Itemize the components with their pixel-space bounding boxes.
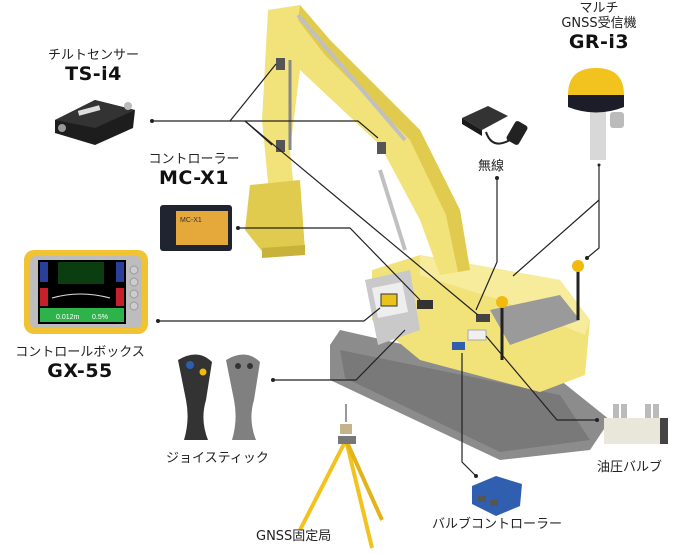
valve-controller-label: バルブコントローラー xyxy=(432,517,563,533)
hydraulic-valve-device xyxy=(604,404,668,444)
tilt-sensor-device xyxy=(55,100,135,145)
radio-device xyxy=(462,106,528,145)
leader-dots xyxy=(150,119,601,478)
leader-lines xyxy=(152,63,600,477)
controller-device: MC-X1 xyxy=(160,205,232,251)
gnss-receiver-name-line1: マルチ xyxy=(579,1,619,16)
control-box-reading-height: 0.012m xyxy=(56,314,80,321)
gnss-receiver-device xyxy=(568,68,624,160)
controller-label: コントローラー MC-X1 xyxy=(146,152,242,190)
gnss-base-device xyxy=(298,404,384,549)
controller-model: MC-X1 xyxy=(159,166,229,189)
control-box-reading-slope: 0.5% xyxy=(92,314,108,321)
excavator-illustration xyxy=(245,5,610,460)
control-box-name: コントロールボックス xyxy=(15,345,145,360)
joystick-device xyxy=(178,354,260,440)
control-box-label: コントロールボックス GX-55 xyxy=(0,345,160,383)
joystick-label: ジョイスティック xyxy=(166,451,269,467)
tilt-sensor-model: TS-i4 xyxy=(65,62,122,85)
gnss-receiver-model: GR-i3 xyxy=(568,30,630,53)
radio-label: 無線 xyxy=(478,159,505,175)
svg-text:MC-X1: MC-X1 xyxy=(180,217,202,224)
control-box-model: GX-55 xyxy=(47,359,113,382)
hydraulic-valve-label: 油圧バルブ xyxy=(597,460,663,476)
tilt-sensor-label: チルトセンサー TS-i4 xyxy=(48,48,140,86)
control-box-device: 0.012m 0.5% xyxy=(24,250,148,334)
valve-controller-device xyxy=(472,476,522,516)
gnss-base-name: GNSS固定局 xyxy=(256,529,332,544)
valve-controller-name: バルブコントローラー xyxy=(432,517,563,532)
hydraulic-valve-name: 油圧バルブ xyxy=(597,460,663,475)
gnss-receiver-name-line2: GNSS受信機 xyxy=(561,15,637,31)
tilt-sensor-name: チルトセンサー xyxy=(48,48,140,63)
gnss-base-label: GNSS固定局 xyxy=(256,529,332,545)
controller-name: コントローラー xyxy=(148,152,240,167)
radio-name: 無線 xyxy=(478,159,505,174)
joystick-name: ジョイスティック xyxy=(166,451,269,466)
gnss-receiver-label: マルチ GNSS受信機 GR-i3 xyxy=(557,1,641,54)
